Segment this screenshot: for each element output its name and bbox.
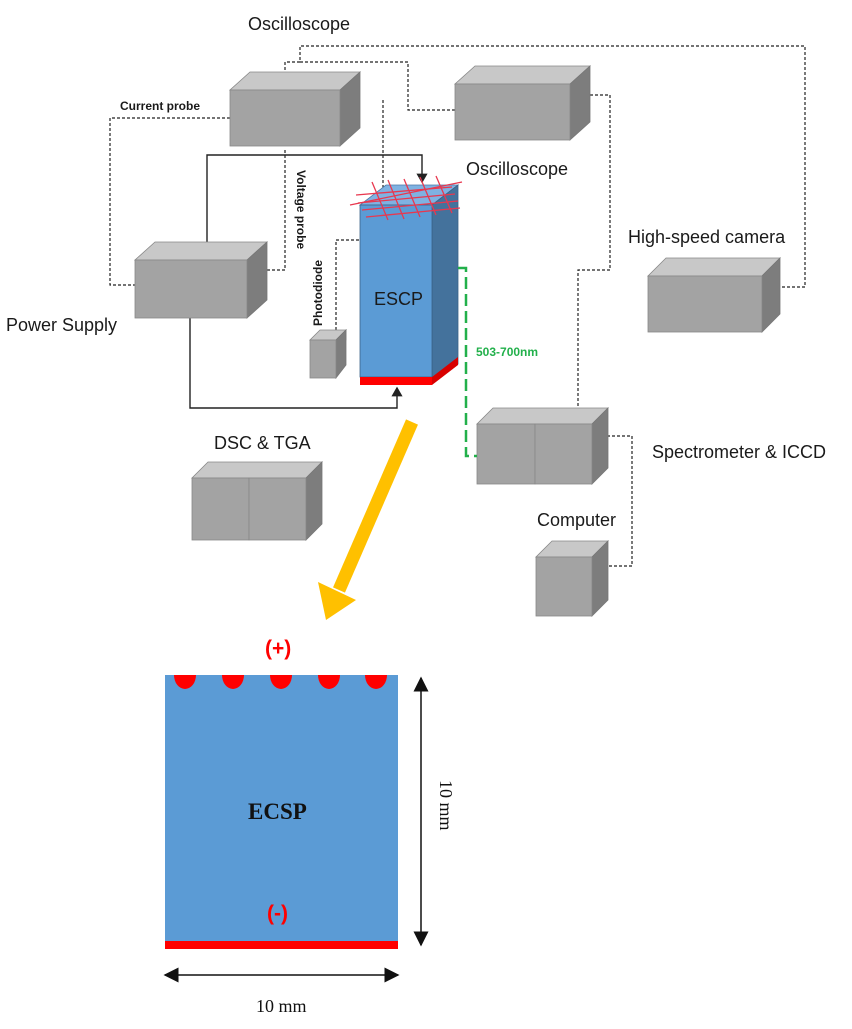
top-mesh-electrode [349,175,463,221]
escp-sample [358,184,460,385]
label-photodiode: Photodiode [311,260,325,326]
tip-electrode [270,675,292,689]
label-minus: (-) [267,902,288,925]
wire-photodiode [335,239,364,330]
oscilloscope-top-box [228,71,362,147]
power-supply-box [133,241,269,319]
label-wavelength: 503-700nm [476,345,538,359]
tip-electrode [222,675,244,689]
computer-box [535,540,609,617]
label-current-probe: Current probe [120,99,200,113]
label-computer: Computer [537,510,616,530]
label-power-supply: Power Supply [6,315,117,335]
spectrometer-iccd-boxes [476,407,609,485]
label-high-speed-camera: High-speed camera [628,227,786,247]
optical-fiber [458,266,477,458]
high-speed-camera-box [647,257,781,333]
photodiode-box [309,329,347,380]
label-oscilloscope-right: Oscilloscope [466,159,568,179]
label-escp: ESCP [374,289,423,309]
dsc-tga-boxes [191,461,323,541]
wire-power-top [206,154,428,242]
wire-power-bottom [189,318,403,409]
label-width-dim: 10 mm [256,996,307,1016]
tip-electrode [365,675,387,689]
wire-oscilloscope-camera [284,45,806,288]
tip-electrode [174,675,196,689]
wire-oscilloscope-spectrometer [577,94,611,408]
wire-spectrometer-computer [607,435,633,567]
tip-electrode [318,675,340,689]
label-oscilloscope-top: Oscilloscope [248,14,350,34]
wire-oscilloscope-link [300,61,455,111]
label-spectrometer-iccd: Spectrometer & ICCD [652,442,826,462]
label-ecsp: ECSP [248,799,307,824]
detail-arrow [318,419,418,620]
ecsp-detail [165,675,398,949]
label-voltage-probe: Voltage probe [294,170,308,249]
wire-voltage-probe-ps [267,148,286,271]
wire-current-probe [109,117,230,286]
label-plus: (+) [265,637,291,660]
label-dsc-tga: DSC & TGA [214,433,311,453]
label-height-dim: 10 mm [436,780,456,831]
oscilloscope-right-box [453,65,592,141]
